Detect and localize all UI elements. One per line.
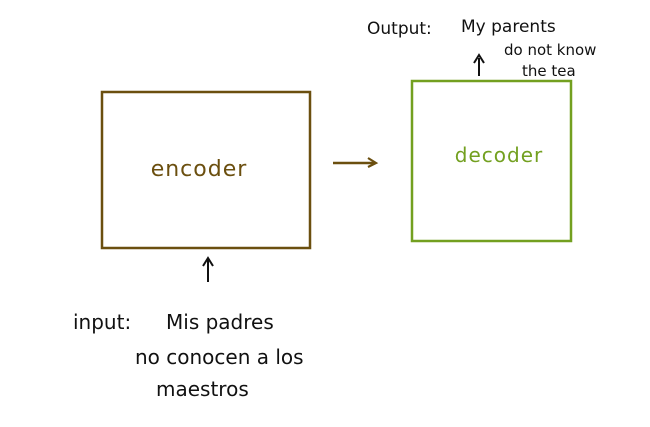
input-arrow bbox=[202, 256, 214, 282]
decoder-label: decoder bbox=[455, 143, 543, 167]
input-line-2: no conocen a los bbox=[135, 345, 304, 369]
encoder-box bbox=[100, 90, 312, 250]
input-line-3: maestros bbox=[156, 377, 249, 401]
output-arrow bbox=[473, 53, 485, 76]
input-line-1: Mis padres bbox=[166, 310, 274, 334]
output-line-1: My parents bbox=[461, 17, 556, 37]
encoder-label: encoder bbox=[151, 157, 248, 182]
output-line-3: the tea bbox=[522, 62, 576, 80]
input-label: input: bbox=[73, 310, 131, 334]
output-label: Output: bbox=[367, 19, 432, 39]
output-line-2: do not know bbox=[504, 41, 596, 59]
decoder-box bbox=[410, 79, 573, 243]
encoder-to-decoder-arrow bbox=[333, 157, 379, 168]
